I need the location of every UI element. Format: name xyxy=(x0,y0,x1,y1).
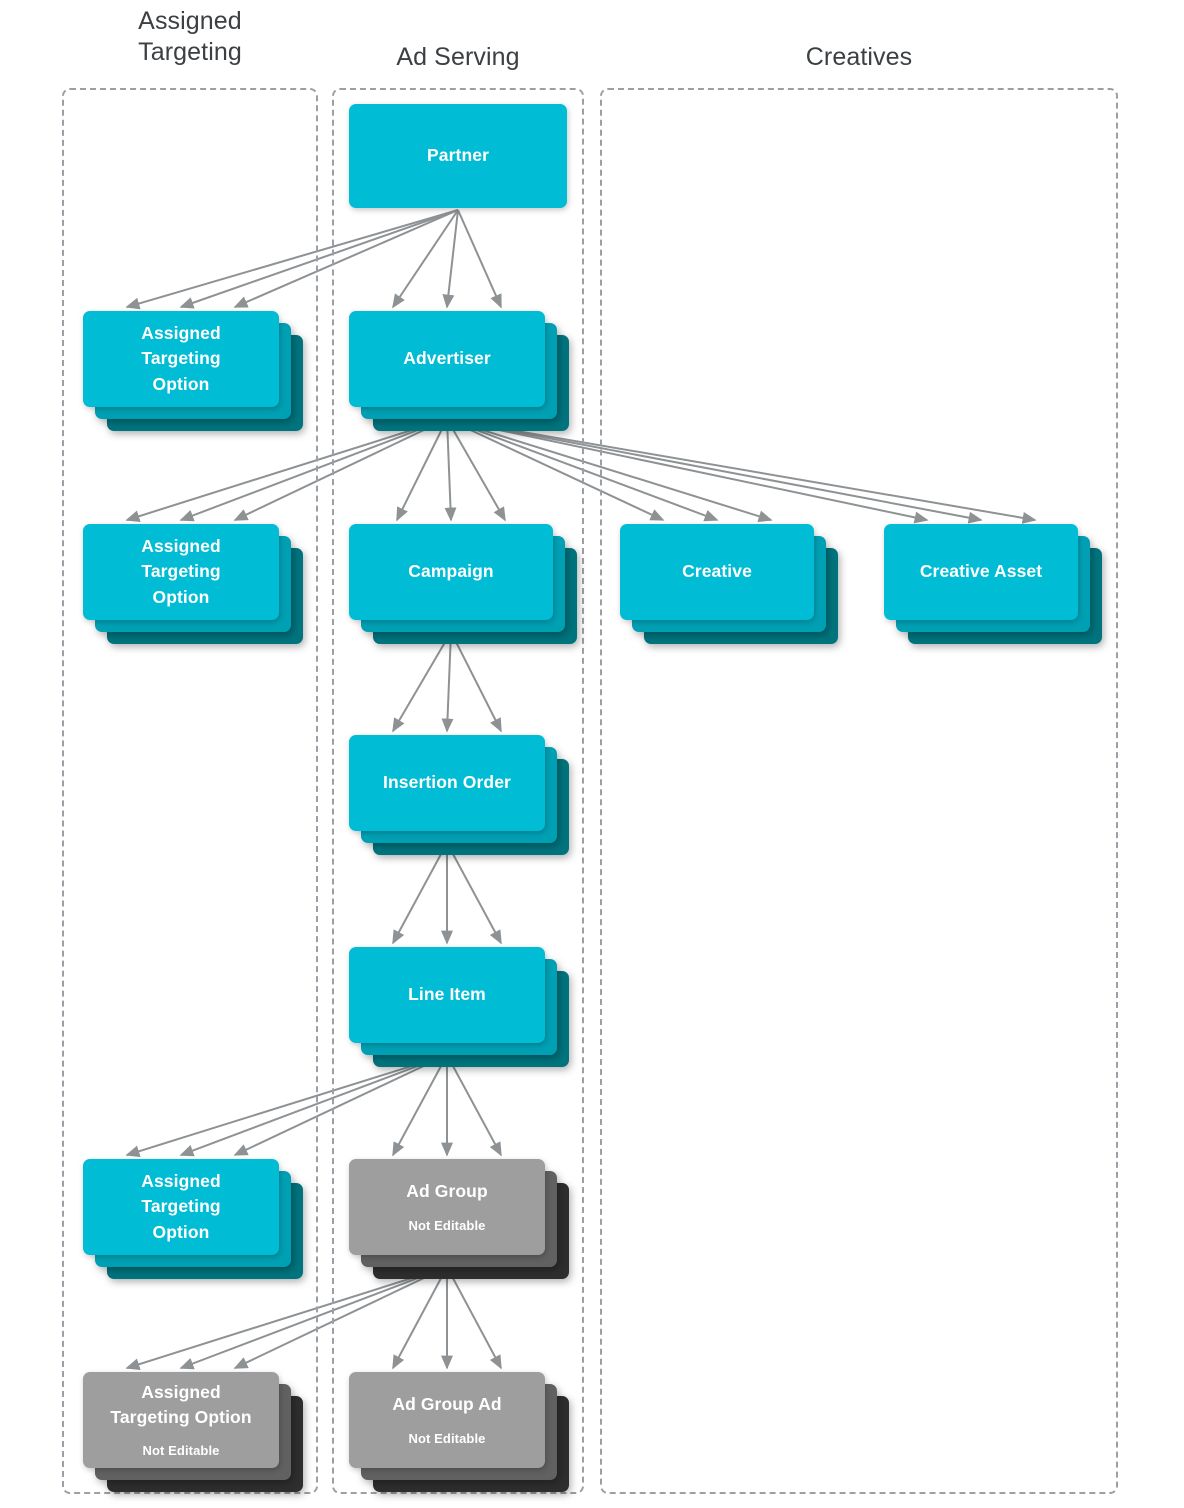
node-card-campaign[interactable]: Campaign xyxy=(349,524,553,620)
node-card-insertion-order[interactable]: Insertion Order xyxy=(349,735,545,831)
group-title-creatives: Creatives xyxy=(805,43,913,71)
node-label-advertiser: Advertiser xyxy=(403,348,491,369)
node-insertion-order[interactable]: Insertion Order xyxy=(349,735,569,855)
node-ato-3[interactable]: Assigned Targeting Option xyxy=(83,1159,303,1279)
node-card-creative[interactable]: Creative xyxy=(620,524,814,620)
group-container-assigned-targeting xyxy=(62,88,318,1494)
node-partner[interactable]: Partner xyxy=(349,104,591,232)
node-label-ad-group-ad: Ad Group Ad xyxy=(392,1394,502,1415)
node-ato-1[interactable]: Assigned Targeting Option xyxy=(83,311,303,431)
node-badge-not-editable-ato-4: Not Editable xyxy=(142,1443,220,1459)
group-container-ad-serving xyxy=(332,88,584,1494)
node-label-partner: Partner xyxy=(427,145,489,166)
node-label-insertion-order: Insertion Order xyxy=(383,772,511,793)
node-label-ato-2: Assigned Targeting Option xyxy=(141,535,221,607)
node-label-creative-asset: Creative Asset xyxy=(919,561,1043,582)
node-label-campaign: Campaign xyxy=(408,561,494,582)
node-ato-2[interactable]: Assigned Targeting Option xyxy=(83,524,303,644)
group-container-creatives xyxy=(600,88,1118,1494)
group-title-ad-serving: Ad Serving xyxy=(396,43,520,71)
node-label-line-item: Line Item xyxy=(408,984,486,1005)
node-badge-not-editable-ad-group-ad: Not Editable xyxy=(408,1430,486,1446)
node-label-ato-4: Assigned Targeting Option xyxy=(110,1381,252,1428)
node-card-ad-group-ad[interactable]: Ad Group Ad Not Editable xyxy=(349,1372,545,1468)
node-label-ato-3: Assigned Targeting Option xyxy=(141,1170,221,1242)
group-title-assigned-targeting: Assigned Targeting xyxy=(138,7,242,67)
node-line-item[interactable]: Line Item xyxy=(349,947,569,1067)
node-advertiser[interactable]: Advertiser xyxy=(349,311,569,431)
node-campaign[interactable]: Campaign xyxy=(349,524,577,644)
node-label-ad-group: Ad Group xyxy=(406,1181,488,1202)
node-card-ato-2[interactable]: Assigned Targeting Option xyxy=(83,524,279,620)
node-card-creative-asset[interactable]: Creative Asset xyxy=(884,524,1078,620)
node-ad-group-ad[interactable]: Ad Group Ad Not Editable xyxy=(349,1372,569,1492)
node-label-creative: Creative xyxy=(682,561,752,582)
node-creative[interactable]: Creative xyxy=(620,524,838,644)
node-card-advertiser[interactable]: Advertiser xyxy=(349,311,545,407)
node-creative-asset[interactable]: Creative Asset xyxy=(884,524,1102,644)
node-label-ato-1: Assigned Targeting Option xyxy=(141,322,221,394)
node-card-partner[interactable]: Partner xyxy=(349,104,567,208)
node-card-line-item[interactable]: Line Item xyxy=(349,947,545,1043)
node-card-ato-3[interactable]: Assigned Targeting Option xyxy=(83,1159,279,1255)
node-badge-not-editable-ad-group: Not Editable xyxy=(408,1217,486,1233)
node-card-ato-1[interactable]: Assigned Targeting Option xyxy=(83,311,279,407)
